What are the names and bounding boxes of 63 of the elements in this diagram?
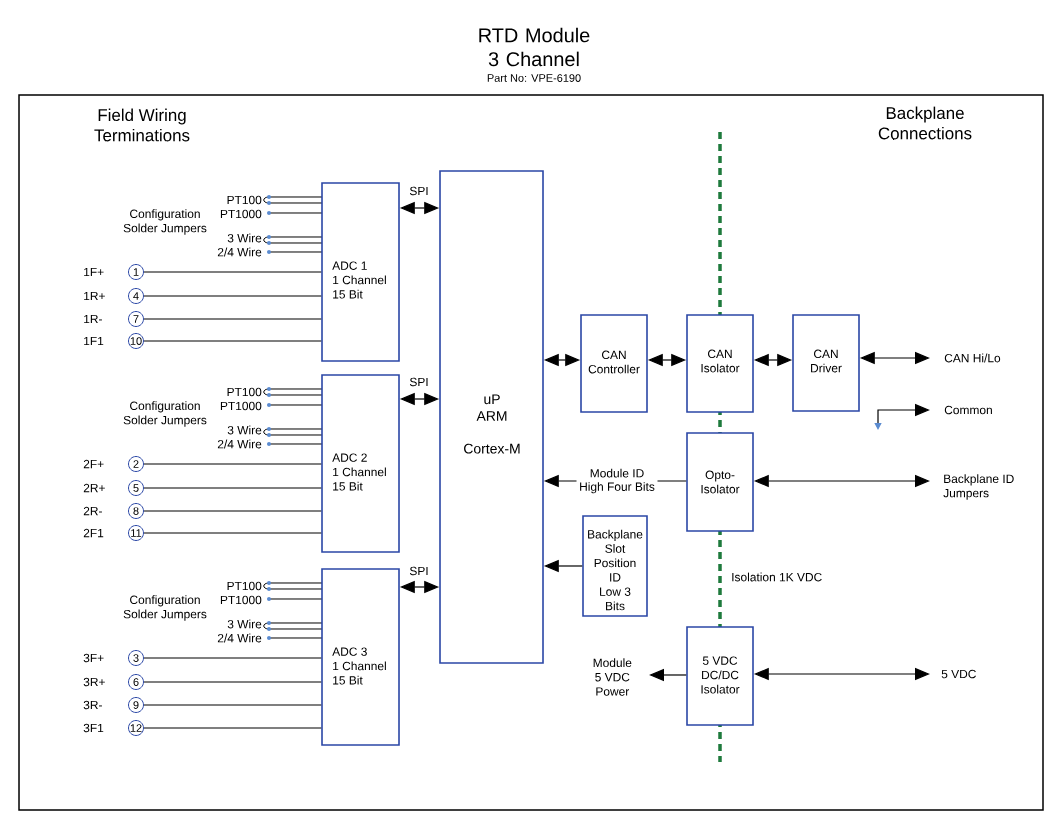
terminal-label: 1R-: [84, 314, 102, 324]
wire: [143, 340, 322, 342]
connection-label: CAN Hi/Lo: [944, 353, 1001, 363]
connection-label: Backplane ID Jumpers: [943, 474, 1014, 500]
jumper-label: PT100: [227, 387, 262, 397]
title: RTD Module 3 Channel: [479, 27, 590, 67]
isolator-box: CAN Isolator: [686, 314, 754, 413]
adc-box: ADC 1 1 Channel 15 Bit: [321, 182, 400, 362]
section-heading: Field Wiring Terminations: [94, 108, 190, 142]
wire: [143, 657, 322, 659]
wire: [143, 532, 322, 534]
slot-id-box: Backplane Slot Position ID Low 3 Bits: [582, 515, 648, 617]
connection-label: 5 VDC: [941, 669, 976, 679]
jumper-label: 3 Wire: [227, 425, 262, 435]
edge-label: Module ID High Four Bits: [576, 467, 658, 495]
terminal-label: 1F+: [84, 267, 104, 277]
controller-box: CAN Controller: [580, 314, 648, 413]
part-number: Part No: VPE-6190: [487, 74, 581, 82]
edge-label: SPI: [408, 565, 430, 577]
terminal-label: 2R-: [83, 506, 102, 516]
driver-box: CAN Driver: [792, 314, 860, 412]
terminal-label: 2R+: [83, 483, 105, 493]
edge-label: SPI: [408, 185, 430, 197]
adc-box: ADC 2 1 Channel 15 Bit: [321, 374, 400, 553]
jumper-label: 2/4 Wire: [217, 247, 262, 257]
jumper-caption: Configuration Solder Jumpers: [123, 595, 207, 621]
wire: [143, 295, 322, 297]
terminal-label: 3F1: [83, 723, 104, 733]
wire: [143, 681, 322, 683]
wire: [143, 463, 322, 465]
terminal-label: 2F+: [83, 459, 104, 469]
terminal-label: 2F1: [83, 528, 104, 538]
section-heading: Backplane Connections: [878, 106, 972, 140]
wire: [143, 727, 322, 729]
isolation-label: Isolation 1K VDC: [732, 572, 822, 582]
jumper-caption: Configuration Solder Jumpers: [123, 209, 207, 235]
adc-box: ADC 3 1 Channel 15 Bit: [321, 568, 400, 746]
jumper-label: 3 Wire: [227, 233, 262, 243]
jumper-label: PT100: [227, 581, 262, 591]
wire: [143, 271, 322, 273]
wire: [143, 510, 322, 512]
jumper-label: PT1000: [220, 401, 262, 411]
wire: [143, 487, 322, 489]
jumper-label: PT100: [227, 195, 262, 205]
jumper-label: 2/4 Wire: [217, 633, 262, 643]
wire: [143, 318, 322, 320]
connection-label: Common: [944, 405, 992, 415]
terminal-label: 1R+: [84, 291, 105, 301]
processor-box: uP ARM Cortex-M: [439, 170, 544, 664]
terminal-label: 1F1: [84, 336, 104, 346]
wire: [143, 704, 322, 706]
jumper-label: PT1000: [220, 595, 262, 605]
terminal-label: 3F+: [83, 653, 104, 663]
terminal-label: 3R-: [83, 700, 102, 710]
jumper-caption: Configuration Solder Jumpers: [123, 401, 207, 427]
jumper-label: 3 Wire: [227, 619, 262, 629]
jumper-label: 2/4 Wire: [217, 439, 262, 449]
terminal-label: 3R+: [83, 677, 105, 687]
jumper-label: PT1000: [220, 209, 262, 219]
isolator-box: Opto- Isolator: [686, 432, 754, 532]
connection-label: Module 5 VDC Power: [593, 658, 632, 696]
edge-label: SPI: [408, 376, 430, 388]
isolator-box: 5 VDC DC/DC Isolator: [686, 626, 754, 726]
